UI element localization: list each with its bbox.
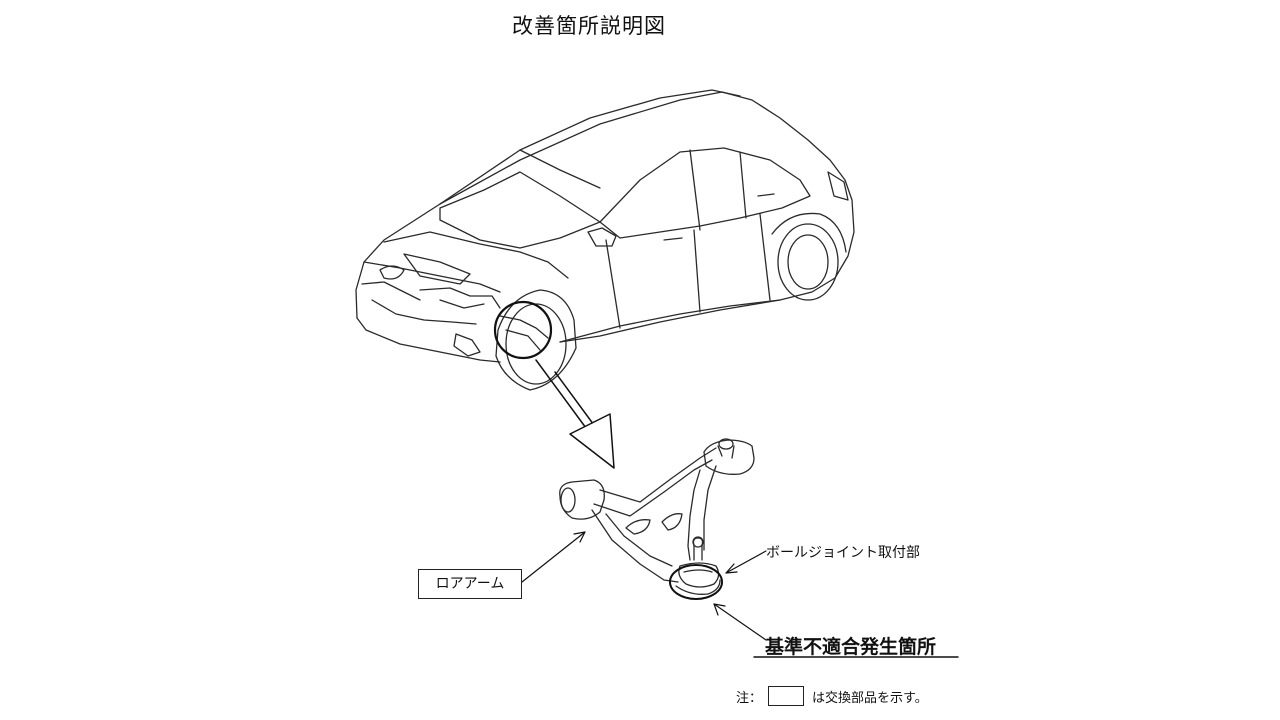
note-prefix: 注： — [736, 690, 763, 706]
lower-arm-illustration — [559, 438, 755, 600]
lower-arm-leader — [521, 531, 586, 583]
nonconformity-location-label: 基準不適合発生箇所 — [765, 636, 937, 658]
callout-lines — [521, 531, 959, 658]
lower-arm-label-box: ロアアーム — [418, 569, 522, 599]
ball-joint-leader — [725, 550, 767, 574]
nonconformity-leader — [713, 603, 767, 641]
ball-joint-mount-label: ボールジョイント取付部 — [766, 545, 920, 561]
replacement-part-legend-box — [768, 686, 805, 706]
diagram-title: 改善箇所説明図 — [512, 14, 666, 38]
note-suffix: は交換部品を示す。 — [812, 690, 928, 706]
legend-note: 注： は交換部品を示す。 — [736, 686, 928, 706]
lower-arm-label: ロアアーム — [435, 576, 505, 592]
car-illustration — [355, 89, 855, 391]
zoom-arrow — [535, 359, 615, 469]
